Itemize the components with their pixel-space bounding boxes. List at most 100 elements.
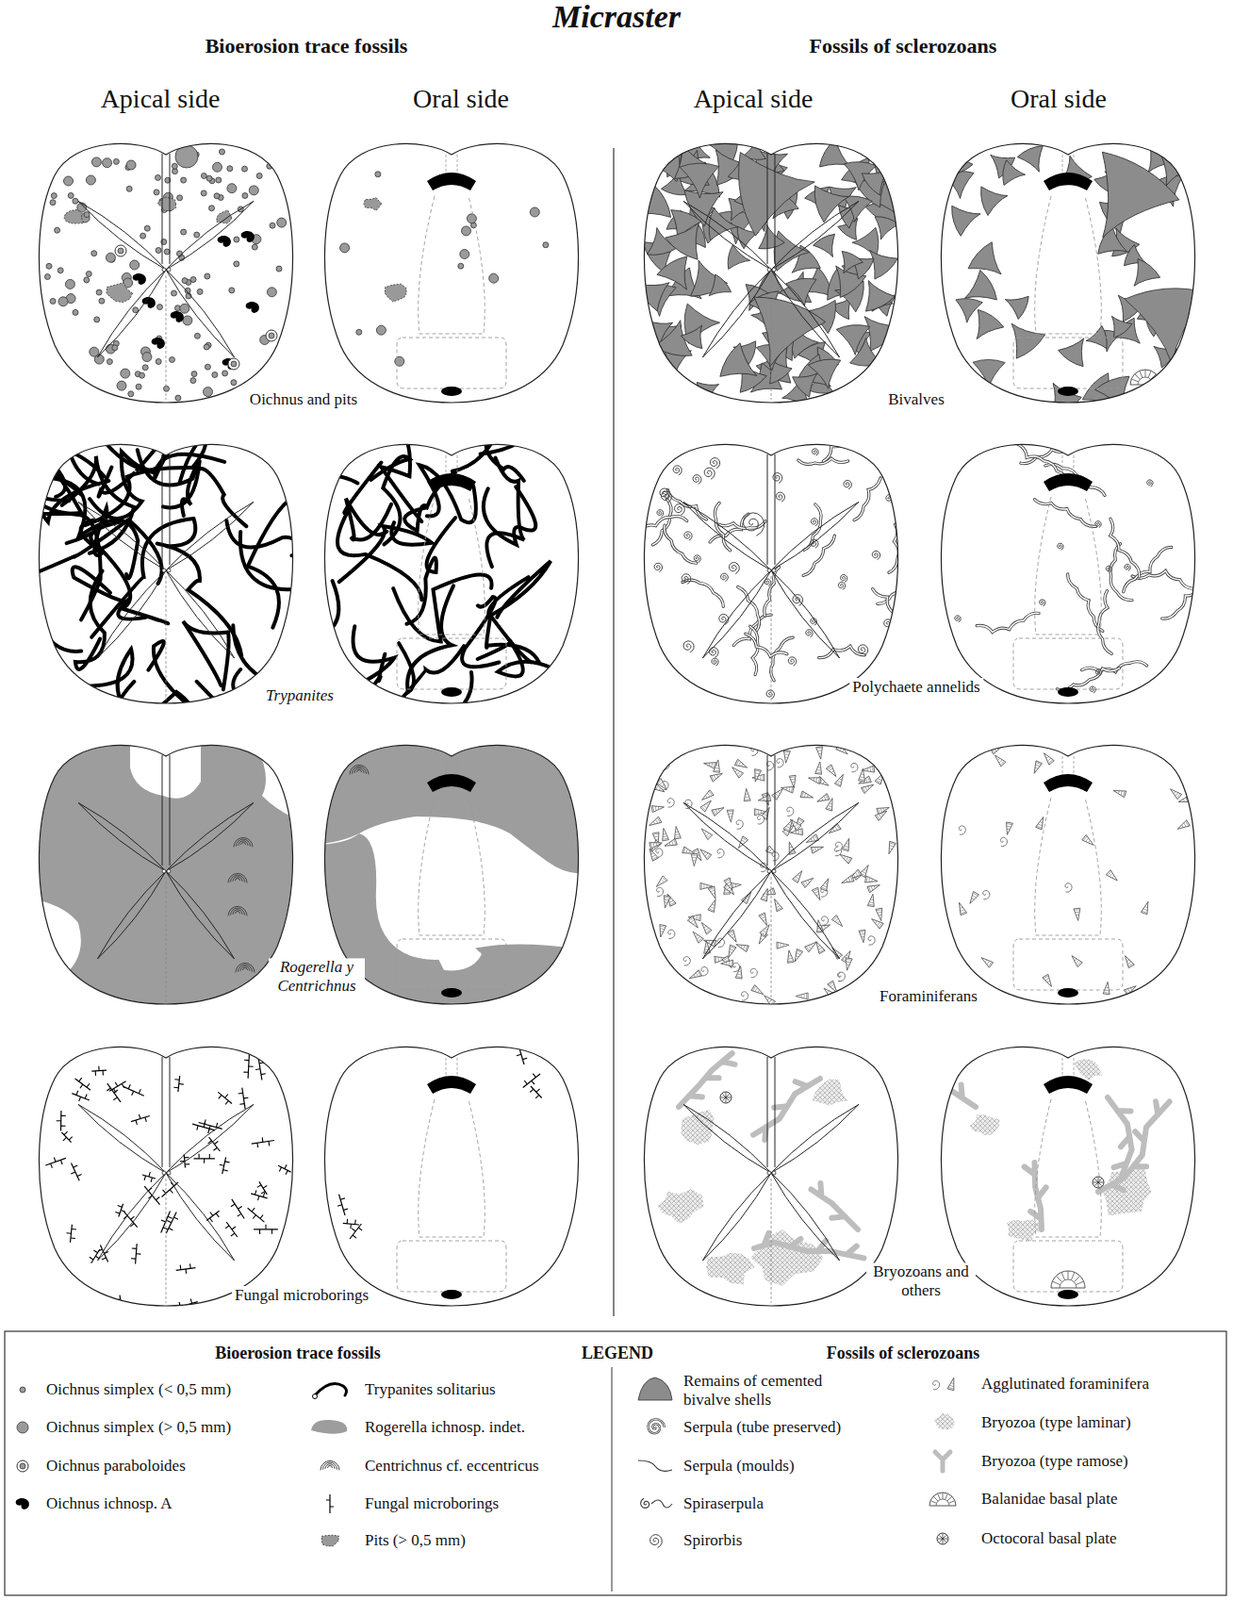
spirorbis: [729, 562, 740, 575]
foraminifer-chambers: [701, 883, 707, 889]
fungal-boring: [546, 1039, 553, 1062]
bryozoa-laminar: [657, 1188, 704, 1224]
fungal-boring: [210, 1212, 214, 1217]
foraminifer-test: [1035, 815, 1047, 830]
foraminifer: [1065, 883, 1072, 892]
fungal-boring: [516, 1053, 522, 1056]
foraminifer-chambers: [826, 802, 834, 809]
balanid-plate: [1131, 378, 1138, 382]
foraminifer: [958, 825, 966, 835]
echinoid-panel: [627, 127, 918, 411]
foraminifer: [868, 936, 875, 945]
foraminifer: [785, 949, 794, 963]
serpula-tube: [819, 645, 866, 658]
centrichnus: [354, 768, 364, 773]
fungal-boring: [262, 1136, 264, 1142]
centrichnus: [323, 1462, 338, 1469]
periproct: [441, 687, 462, 697]
trypanites-boring: [488, 560, 551, 618]
foraminifer-test: [875, 907, 885, 921]
foraminifer-chambers: [1107, 871, 1116, 879]
foraminifer-test: [757, 794, 772, 805]
anterior-groove: [162, 1056, 170, 1168]
fungal-boring: [168, 1228, 174, 1231]
fungal-boring: [536, 1088, 541, 1093]
oichnus-dot: [180, 303, 190, 313]
foraminifer-test: [700, 798, 714, 812]
foraminifer-test: [649, 839, 663, 850]
foraminifer-test: [979, 954, 994, 968]
foraminifer-chambers: [828, 982, 837, 990]
foraminifer-test: [735, 965, 744, 979]
fungal-boring: [522, 1057, 527, 1059]
fungal-boring: [53, 1157, 56, 1163]
oichnus-dot: [215, 177, 222, 183]
posterior-line: [771, 275, 773, 400]
balanid-plate: [942, 1492, 944, 1499]
foraminifer-test: [992, 753, 1006, 767]
foraminifer-test: [699, 920, 712, 935]
fungal-boring: [77, 1174, 83, 1177]
serpula-tube: [877, 577, 920, 605]
fungal-boring: [352, 1234, 357, 1238]
fungal-boring: [264, 1224, 266, 1230]
fungal-boring: [76, 1090, 79, 1096]
echinoid-panel: [938, 143, 1215, 420]
fungal-boring: [180, 1265, 182, 1270]
fungal-boring: [217, 1091, 232, 1103]
oichnus-dot: [89, 346, 99, 357]
echinoid-panel: [0, 361, 371, 827]
oichnus-dot: [155, 174, 162, 181]
fungal-boring: [165, 1211, 177, 1233]
spirorbis: [792, 594, 804, 607]
foraminifer-chambers: [727, 810, 734, 817]
foraminifer: [983, 890, 990, 900]
bivalve-shell: [701, 272, 733, 305]
posterior-line: [165, 575, 167, 701]
fungal-boring: [169, 1189, 173, 1194]
oichnus-dot: [190, 277, 197, 283]
oichnus-dot: [277, 217, 287, 228]
oichnus-dot: [50, 193, 57, 199]
spirorbis: [1147, 479, 1153, 487]
foraminifer-test: [697, 846, 711, 860]
spirorbis: [1039, 599, 1046, 607]
foraminifer-test: [758, 912, 771, 927]
foraminifer-test: [886, 840, 897, 855]
bivalve-shell: [836, 323, 872, 357]
fungal-boring: [70, 1236, 76, 1239]
foraminifer-test: [1068, 953, 1083, 967]
fungal-boring: [68, 1136, 73, 1141]
foraminifer-chambers: [767, 888, 774, 896]
oichnus-dot: [276, 265, 282, 272]
foraminifer-chambers: [703, 830, 711, 839]
foraminifer-test: [651, 804, 665, 813]
trypanites-symbol: [312, 1394, 318, 1399]
foraminifer-chambers: [845, 958, 853, 965]
foraminifer-test: [815, 761, 824, 775]
balanid-plate: [1148, 370, 1151, 378]
anterior-groove: [767, 153, 775, 264]
foraminifer: [759, 922, 773, 938]
foraminifer: [867, 881, 882, 892]
foraminifer-chambers: [705, 790, 713, 799]
oichnus-paraboloides: [265, 329, 278, 342]
fungal-boring: [179, 1083, 184, 1086]
foraminifer: [839, 874, 855, 886]
apical-disc: [162, 267, 166, 272]
test-outline: [38, 443, 293, 704]
petal: [771, 1103, 859, 1173]
oichnus-dot: [185, 293, 192, 299]
legend-text: Bryozoa (type laminar): [981, 1413, 1132, 1432]
foraminifer-chambers: [969, 892, 978, 901]
foraminifer: [772, 786, 786, 800]
bryozoa-laminar: [706, 1252, 755, 1285]
foraminifer-chambers: [772, 790, 781, 799]
foraminifer-test: [1042, 973, 1055, 988]
bivalve-shell: [679, 163, 720, 199]
oichnus-dot: [126, 160, 136, 170]
test-features: [78, 1056, 254, 1303]
fungal-boring: [123, 1085, 145, 1096]
bivalve-shell: [636, 268, 679, 313]
petal: [97, 269, 166, 358]
